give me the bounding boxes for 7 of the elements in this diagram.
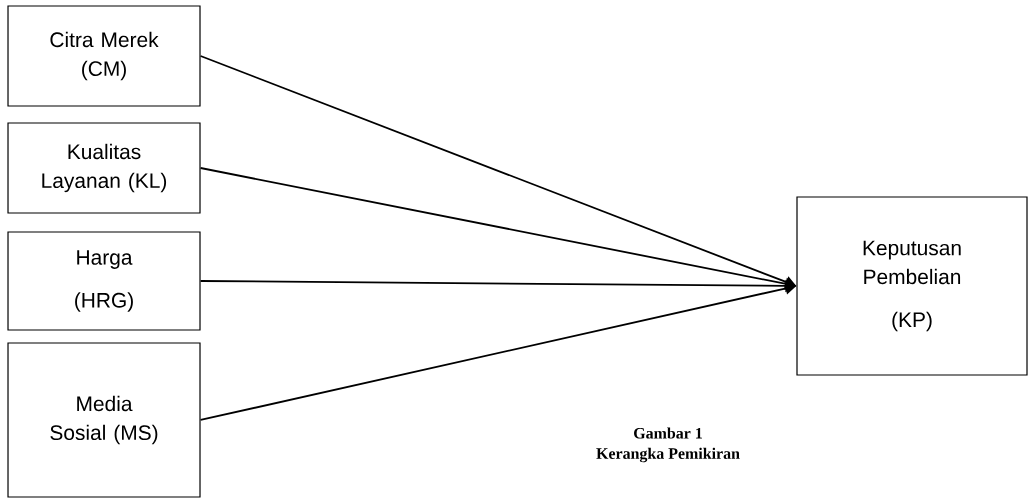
- box: Citra Merek (CM): [7, 5, 201, 107]
- box: Media Sosial (MS): [7, 342, 201, 498]
- box: Keputusan Pembelian (KP): [796, 196, 1028, 376]
- caption: Kerangka Pemikiran: [596, 447, 740, 463]
- box: Harga (HRG): [7, 231, 201, 331]
- caption: Gambar 1: [634, 427, 702, 439]
- box: Kualitas Layanan (KL): [7, 122, 201, 214]
